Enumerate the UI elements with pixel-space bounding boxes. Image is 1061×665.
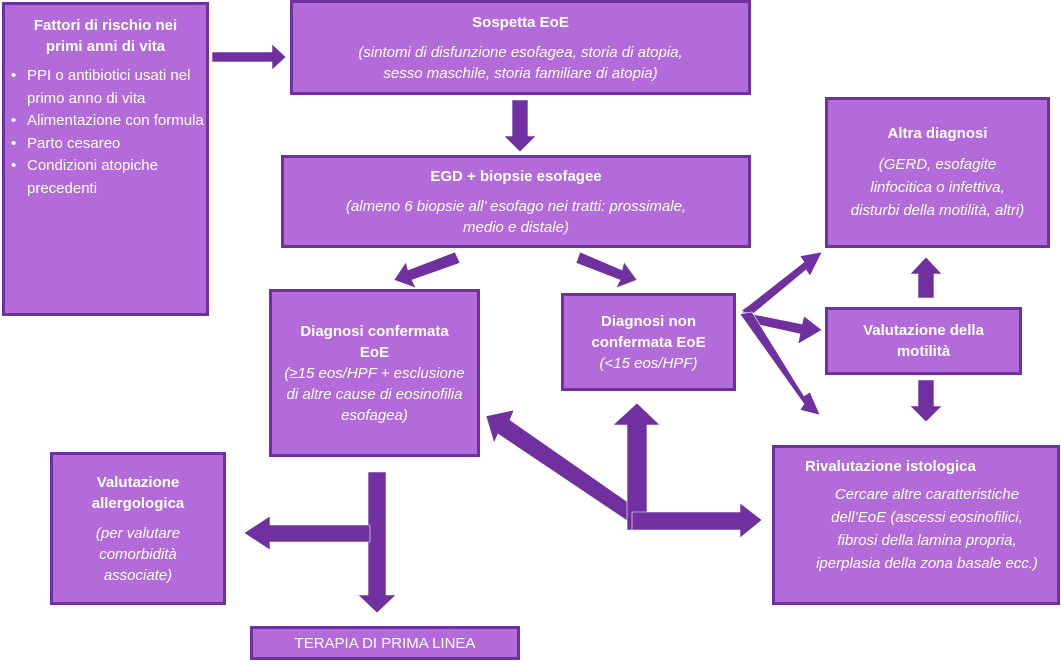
suspect-line2: sesso maschile, storia familiare di atop… xyxy=(383,64,658,82)
not-confirmed-diagnosis-box: Diagnosi non confermata EoE (<15 eos/HPF… xyxy=(561,293,736,391)
not-confirmed-detail: (<15 eos/HPF) xyxy=(599,354,698,372)
histology-box: Rivalutazione istologica Cercare altre c… xyxy=(772,445,1060,605)
egd-title: EGD + biopsie esofagee xyxy=(430,167,602,185)
motility-box: Valutazione della motilità xyxy=(825,307,1022,375)
arrow-risk-to-suspect xyxy=(211,43,287,71)
arrow-motility-to-histology xyxy=(909,379,943,423)
risk-item: Alimentazione con formula xyxy=(5,110,206,133)
arrow-egd-to-not-confirmed xyxy=(575,251,638,289)
suspect-title: Sospetta EoE xyxy=(472,13,569,31)
other-diagnosis-title: Altra diagnosi xyxy=(887,125,988,142)
histology-title: Rivalutazione istologica xyxy=(805,458,976,475)
egd-line2: medio e distale) xyxy=(463,218,569,236)
arrow-motility-to-other xyxy=(909,256,943,299)
arrow-to-other-diagnosis xyxy=(741,251,823,319)
egd-line1: (almeno 6 biopsie all’ esofago nei tratt… xyxy=(345,197,687,215)
arrow-suspect-to-egd xyxy=(503,99,537,153)
risk-item: Condizioni atopiche precedenti xyxy=(5,155,206,200)
risk-factors-list: PPI o antibiotici usati nel primo anno d… xyxy=(5,65,206,200)
allergy-detail: (per valutare comorbidità associate) xyxy=(95,524,181,584)
histology-detail: Cercare altre caratteristiche dell’EoE (… xyxy=(816,486,1038,572)
arrow-egd-to-confirmed xyxy=(393,251,461,289)
arrow-to-allergy xyxy=(243,515,371,551)
not-confirmed-title: Diagnosi non confermata EoE xyxy=(591,312,706,351)
egd-box: EGD + biopsie esofagee (almeno 6 biopsie… xyxy=(281,155,751,248)
confirmed-diagnosis-box: Diagnosi confermata EoE (≥15 eos/HPF + e… xyxy=(269,289,480,457)
arrow-confirmed-to-therapy xyxy=(357,471,397,614)
arrow-to-histology xyxy=(739,311,821,416)
risk-item: PPI o antibiotici usati nel primo anno d… xyxy=(5,65,206,110)
therapy-box: TERAPIA DI PRIMA LINEA xyxy=(250,626,520,660)
risk-item: Parto cesareo xyxy=(5,133,206,156)
risk-factors-box: Fattori di rischio nei primi anni di vit… xyxy=(2,2,209,316)
allergy-box: Valutazione allergologica (per valutare … xyxy=(50,452,226,605)
allergy-title: Valutazione allergologica xyxy=(91,473,185,512)
confirmed-detail: (≥15 eos/HPF + esclusione di altre cause… xyxy=(284,364,465,424)
other-diagnosis-detail: (GERD, esofagite linfocitica o infettiva… xyxy=(850,156,1025,219)
risk-factors-title: Fattori di rischio nei primi anni di vit… xyxy=(33,17,178,55)
confirmed-title: Diagnosi confermata EoE xyxy=(300,322,449,361)
other-diagnosis-box: Altra diagnosi (GERD, esofagite linfocit… xyxy=(825,97,1050,248)
motility-title: Valutazione della motilità xyxy=(863,322,984,360)
arrow-to-histology-bottom xyxy=(631,502,763,539)
therapy-label: TERAPIA DI PRIMA LINEA xyxy=(294,634,476,652)
arrow-to-confirmed xyxy=(485,409,643,531)
suspect-eoe-box: Sospetta EoE (sintomi di disfunzione eso… xyxy=(290,0,751,95)
suspect-line1: (sintomi di disfunzione esofagea, storia… xyxy=(358,43,683,61)
